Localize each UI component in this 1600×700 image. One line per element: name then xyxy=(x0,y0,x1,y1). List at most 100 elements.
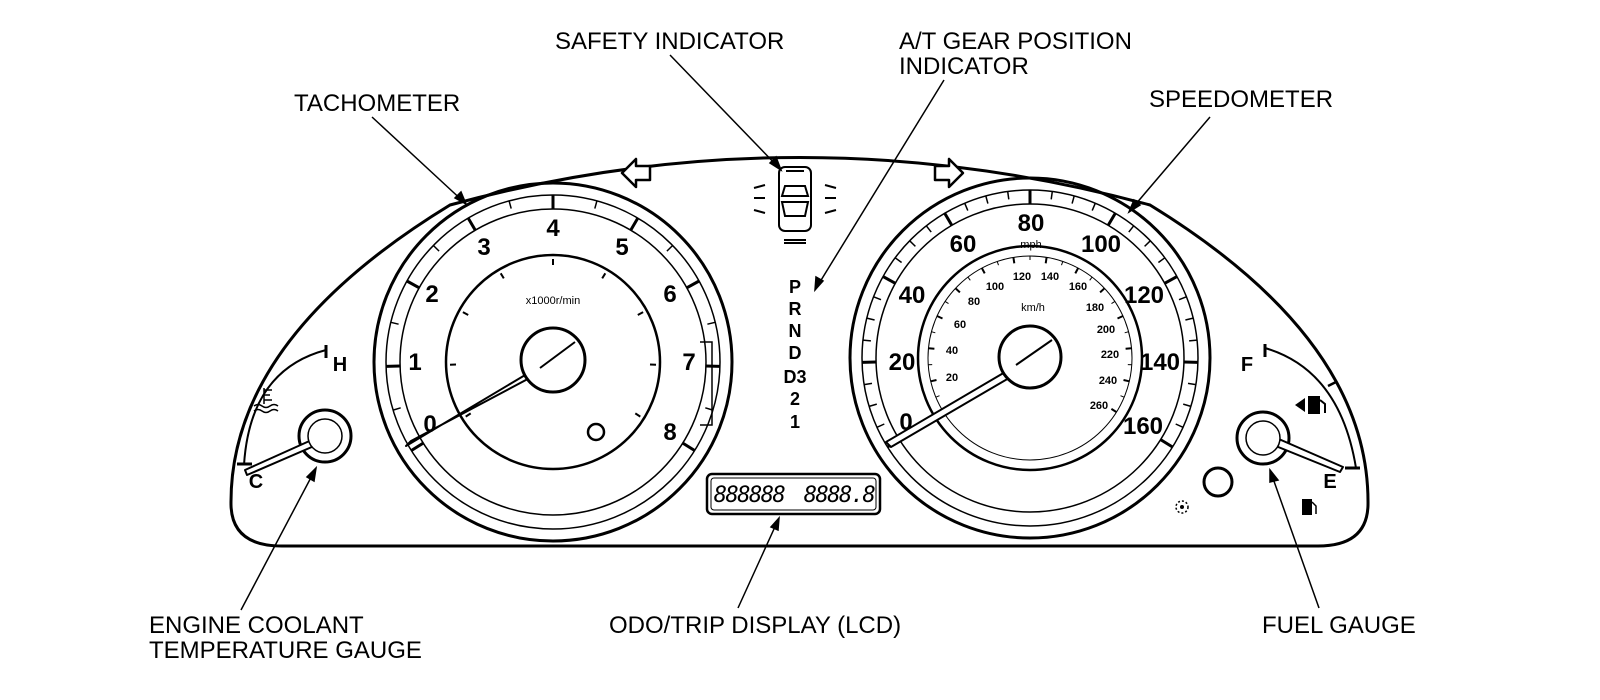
fuel-empty-label: E xyxy=(1323,471,1336,493)
major-tick xyxy=(1117,315,1124,320)
tach-number-3: 3 xyxy=(477,234,490,261)
fuel-full-label: F xyxy=(1241,354,1253,376)
left-turn-arrow-icon xyxy=(620,157,652,189)
major-tick xyxy=(499,272,505,279)
kmh-number-80: 80 xyxy=(968,296,980,308)
kmh-number-260: 260 xyxy=(1090,400,1108,412)
fuel-gauge: F E xyxy=(1235,344,1360,515)
major-tick xyxy=(682,441,696,452)
minor-tick xyxy=(876,423,885,428)
major-tick xyxy=(629,217,640,231)
callout-odo-trip: ODO/TRIP DISPLAY (LCD) xyxy=(609,612,901,639)
coolant-cold-label: C xyxy=(249,471,263,493)
major-tick xyxy=(1044,257,1048,264)
kmh-number-200: 200 xyxy=(1097,324,1115,336)
gear-N: N xyxy=(789,321,802,341)
tach-number-0: 0 xyxy=(423,411,436,438)
tach-number-1: 1 xyxy=(408,349,421,376)
minor-tick xyxy=(1111,300,1116,305)
major-tick xyxy=(1012,257,1016,264)
mph-unit-label: mph xyxy=(1020,239,1041,251)
coolant-temperature-gauge: H C xyxy=(237,345,353,493)
major-tick xyxy=(882,275,897,285)
minor-tick xyxy=(944,300,949,305)
major-tick xyxy=(634,412,641,418)
major-tick xyxy=(930,379,937,383)
callout-gear-position-line2: INDICATOR xyxy=(899,53,1029,80)
gear-D3: D3 xyxy=(783,367,806,387)
speedometer: 0 20 40 60 80 mph 100 120 140 160 20 40 … xyxy=(848,176,1212,540)
kmh-number-20: 20 xyxy=(946,372,958,384)
fuel-pump-icon xyxy=(1295,396,1326,414)
minor-tick xyxy=(432,244,440,252)
low-fuel-icon xyxy=(1302,499,1317,515)
kmh-number-160: 160 xyxy=(1069,281,1087,293)
callout-fuel-gauge: FUEL GAUGE xyxy=(1262,612,1416,639)
minor-tick xyxy=(1120,395,1125,398)
minor-tick xyxy=(1089,276,1093,281)
kmh-number-100: 100 xyxy=(986,281,1004,293)
kmh-number-60: 60 xyxy=(954,319,966,331)
kmh-number-120: 120 xyxy=(1013,271,1031,283)
kmh-tick-marks xyxy=(928,256,1132,413)
minor-tick xyxy=(1187,382,1197,386)
minor-tick xyxy=(868,403,878,408)
minor-tick xyxy=(1189,339,1198,342)
mph-number-60: 60 xyxy=(950,231,977,258)
minor-tick xyxy=(873,296,882,301)
mph-number-20: 20 xyxy=(889,349,916,376)
tach-tick-marks xyxy=(386,195,720,452)
tach-indicator-lamp xyxy=(586,422,606,442)
tach-number-7: 7 xyxy=(682,349,695,376)
minor-tick xyxy=(964,202,969,211)
major-tick xyxy=(981,267,986,274)
major-tick xyxy=(465,412,472,418)
minor-tick xyxy=(925,225,932,233)
minor-tick xyxy=(967,276,971,281)
minor-tick xyxy=(390,321,399,325)
minor-tick xyxy=(392,407,401,411)
minor-tick xyxy=(1128,225,1135,233)
mph-number-80: 80 xyxy=(1018,210,1045,237)
major-tick xyxy=(943,212,954,227)
mph-number-120: 120 xyxy=(1124,282,1164,309)
gear-D: D xyxy=(789,343,802,363)
minor-tick xyxy=(508,200,512,209)
kmh-number-220: 220 xyxy=(1101,349,1119,361)
minor-tick xyxy=(1157,257,1166,264)
minor-tick xyxy=(1178,296,1187,301)
minor-tick xyxy=(707,321,716,325)
mph-number-140: 140 xyxy=(1140,349,1180,376)
minor-tick xyxy=(1175,423,1184,428)
major-tick xyxy=(1123,379,1130,383)
minor-tick xyxy=(866,317,875,321)
major-tick xyxy=(637,311,644,316)
major-tick xyxy=(1163,275,1178,285)
callout-coolant-line1: ENGINE COOLANT xyxy=(149,612,364,639)
minor-tick xyxy=(705,407,714,411)
coolant-hot-label: H xyxy=(333,354,347,376)
tach-number-6: 6 xyxy=(663,281,676,308)
tach-number-8: 8 xyxy=(663,419,676,446)
major-tick xyxy=(954,287,961,294)
cluster-housing xyxy=(229,156,1370,548)
minor-tick xyxy=(1144,240,1151,247)
callout-speedometer: SPEEDOMETER xyxy=(1149,86,1333,113)
kmh-number-140: 140 xyxy=(1041,271,1059,283)
major-tick xyxy=(410,441,424,452)
minor-tick xyxy=(1071,195,1075,204)
minor-tick xyxy=(1050,191,1054,200)
minor-tick xyxy=(1182,403,1192,408)
gear-position-indicator: P R N D D3 2 1 xyxy=(783,277,806,432)
kmh-number-180: 180 xyxy=(1086,302,1104,314)
kmh-number-40: 40 xyxy=(946,345,958,357)
minor-tick xyxy=(996,261,999,266)
minor-tick xyxy=(909,240,916,247)
tach-needle-hub xyxy=(519,326,587,394)
speed-tick-marks xyxy=(862,190,1198,449)
minor-tick xyxy=(935,395,940,398)
gear-R: R xyxy=(789,299,802,319)
major-tick xyxy=(1099,287,1106,294)
minor-tick xyxy=(862,339,871,342)
